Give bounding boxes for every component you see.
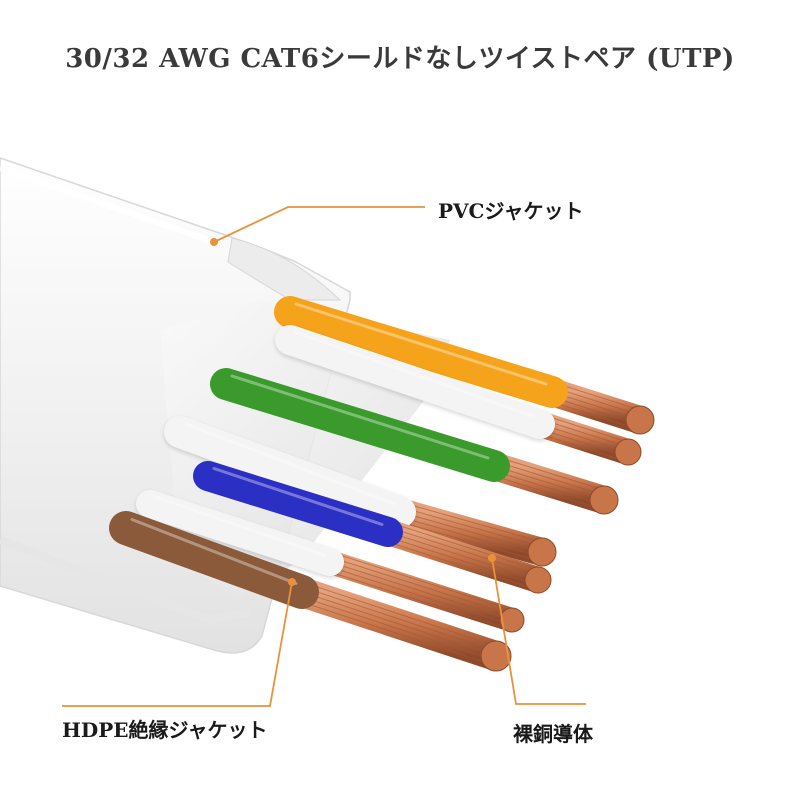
page-title: 30/32 AWG CAT6シールドなしツイストペア (UTP): [65, 44, 735, 74]
copper-strand-line: [539, 433, 629, 463]
insulation-highlight: [294, 302, 548, 386]
copper-strand-line: [493, 460, 605, 496]
wire-white-orange: [275, 325, 642, 466]
insulation-highlight: [230, 374, 490, 460]
copper-strand-line: [329, 561, 513, 621]
copper-strand-line: [301, 601, 497, 667]
copper-strand-line: [387, 531, 539, 581]
insulation-highlight: [294, 331, 536, 418]
wire-white-green: [164, 416, 557, 567]
copper-strand-line: [387, 521, 539, 571]
copper-strand-line: [539, 423, 629, 453]
copper-strand-line: [329, 551, 513, 611]
copper-strand-line: [399, 501, 543, 543]
copper-strand-line: [301, 586, 497, 652]
copper-strand-line: [329, 566, 513, 626]
copper-strand-line: [329, 556, 513, 616]
wire-orange: [274, 296, 655, 435]
callout-dot-copper: [488, 554, 496, 562]
pvc-jacket-end-face: [227, 237, 342, 301]
copper-strand-line: [551, 401, 641, 431]
copper-strand-line: [387, 541, 539, 591]
insulation-orange: [274, 296, 568, 408]
label-hdpe-jacket: HDPE絶縁ジャケット: [62, 718, 268, 742]
copper-end-blue: [524, 566, 552, 594]
copper-strand-line: [551, 396, 641, 426]
insulation-green: [210, 368, 510, 482]
copper-strand-line: [399, 521, 543, 563]
copper-strand-line: [539, 428, 629, 458]
copper-strand-line: [399, 506, 543, 548]
wire-white-blue: [136, 490, 525, 633]
copper-strand-line: [493, 475, 605, 511]
insulation-white-green: [164, 416, 416, 528]
wire-blue: [193, 461, 552, 594]
insulation-highlight: [154, 495, 326, 557]
copper-strand-line: [387, 526, 539, 576]
callout-dot-hdpe: [288, 578, 296, 586]
copper-strand-line: [387, 536, 539, 586]
copper-strand-line: [301, 581, 497, 647]
wire-green: [210, 368, 619, 515]
copper-end-orange: [625, 405, 655, 435]
copper-strand-line: [539, 413, 629, 443]
label-copper-conductor: 裸銅導体: [513, 722, 593, 746]
insulation-highlight: [184, 422, 396, 506]
callout-line-hdpe: [62, 581, 293, 707]
copper-strand-line: [399, 516, 543, 558]
copper-strand-line: [493, 455, 605, 491]
copper-strand-line: [301, 596, 497, 662]
callout-lines: [62, 206, 586, 707]
copper-strand-line: [399, 511, 543, 553]
copper-strand-line: [301, 591, 497, 657]
insulation-blue: [193, 461, 403, 547]
copper-strand-line: [493, 465, 605, 501]
copper-end-white-green: [527, 537, 557, 567]
insulation-white-orange: [275, 325, 555, 439]
copper-end-brown: [480, 640, 512, 672]
pvc-jacket-lower-ridge: [0, 536, 251, 625]
insulation-white-blue: [136, 490, 344, 576]
copper-strand-line: [329, 571, 513, 631]
callout-line-copper: [491, 557, 586, 705]
callout-dot-pvc: [210, 238, 218, 246]
callout-line-pvc: [213, 206, 425, 243]
copper-end-white-blue: [499, 607, 525, 633]
pvc-jacket-top-highlight: [0, 165, 221, 247]
wire-brown: [109, 511, 512, 672]
label-pvc-jacket: PVCジャケット: [438, 199, 584, 223]
wire-pairs: [109, 296, 655, 672]
copper-end-green: [589, 485, 619, 515]
copper-strand-line: [493, 470, 605, 506]
insulation-brown: [109, 511, 319, 609]
insulation-highlight: [212, 467, 384, 526]
copper-end-white-orange: [614, 438, 642, 466]
insulation-highlight: [130, 518, 298, 585]
